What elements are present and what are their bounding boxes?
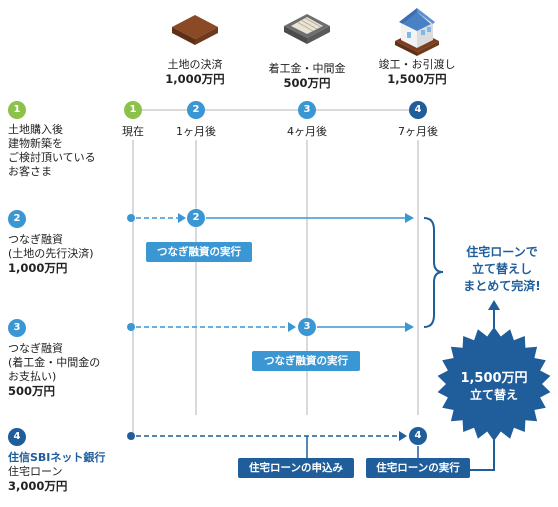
bridge-loan-execute-tag-2: つなぎ融資の実行 xyxy=(252,351,360,371)
badge-label: 立て替え xyxy=(469,388,518,402)
row4-dashed-arrowhead xyxy=(399,431,407,441)
row3-line: (着工金・中間金の xyxy=(8,356,101,369)
summary-line: 立て替えし xyxy=(471,262,532,276)
timeline-step-1: 1 xyxy=(124,101,142,119)
bridge-loan-execute-tag-1: つなぎ融資の実行 xyxy=(146,242,252,262)
milestone-title: 土地の決済 xyxy=(167,58,223,71)
bank-brand: 住信SBIネット銀行 xyxy=(8,451,106,464)
row4-number: 4 xyxy=(8,428,26,446)
row4-start-dot xyxy=(127,432,135,440)
row3-step-circle: 3 xyxy=(298,318,316,336)
milestone-land: 土地の決済 1,000万円 xyxy=(155,58,235,86)
summary-line: まとめて完済! xyxy=(463,279,541,293)
summary-text: 住宅ローンで 立て替えし まとめて完済! xyxy=(448,244,556,295)
execute-to-badge-line xyxy=(470,440,495,471)
row1-line: 建物新築を xyxy=(8,137,63,150)
milestone-amount: 500万円 xyxy=(283,76,331,90)
row4-line: 住宅ローン xyxy=(8,465,63,478)
summary-line: 住宅ローンで xyxy=(466,245,538,259)
timeline-step-2: 2 xyxy=(187,101,205,119)
row2-amount: 1,000万円 xyxy=(8,261,68,275)
badge-to-summary-arrowhead xyxy=(488,300,500,310)
row3-line: お支払い) xyxy=(8,370,57,383)
starburst-badge xyxy=(437,327,551,441)
row3-number: 3 xyxy=(8,319,26,337)
timeline-label-month4: 4ヶ月後 xyxy=(287,125,327,138)
mortgage-execute-tag: 住宅ローンの実行 xyxy=(366,458,470,478)
mortgage-apply-tag: 住宅ローンの申込み xyxy=(238,458,354,478)
row1-line: 土地購入後 xyxy=(8,123,63,136)
milestone-amount: 1,000万円 xyxy=(165,72,225,86)
row3-dashed-arrowhead xyxy=(288,322,296,332)
badge-text: 1,500万円 立て替え xyxy=(440,370,548,403)
row3-solid-arrowhead xyxy=(405,322,414,332)
row1-description: 土地購入後 建物新築を ご検討頂いている お客さま xyxy=(8,123,96,179)
milestone-amount: 1,500万円 xyxy=(387,72,447,86)
row1-number: 1 xyxy=(8,101,26,119)
building-materials-icon xyxy=(284,14,330,44)
row4-amount: 3,000万円 xyxy=(8,479,68,493)
row2-solid-arrowhead xyxy=(405,213,414,223)
summary-bracket xyxy=(423,217,444,328)
milestone-completion: 竣工・お引渡し 1,500万円 xyxy=(362,58,472,86)
row2-step-circle: 2 xyxy=(187,209,205,227)
timeline-label-now: 現在 xyxy=(122,125,144,138)
timeline-label-month1: 1ヶ月後 xyxy=(176,125,216,138)
row2-dashed-arrowhead xyxy=(178,213,186,223)
milestone-title: 着工金・中間金 xyxy=(268,62,346,75)
milestone-title: 竣工・お引渡し xyxy=(378,58,456,71)
badge-amount: 1,500万円 xyxy=(460,371,528,386)
row4-step-circle: 4 xyxy=(409,427,427,445)
row1-line: お客さま xyxy=(8,165,52,178)
timeline-label-month7: 7ヶ月後 xyxy=(398,125,438,138)
row3-amount: 500万円 xyxy=(8,384,56,398)
row4-description: 住信SBIネット銀行 住宅ローン 3,000万円 xyxy=(8,451,105,493)
land-plot-icon xyxy=(172,15,218,45)
row3-start-dot xyxy=(127,323,135,331)
row3-line: つなぎ融資 xyxy=(8,342,63,355)
row2-line: つなぎ融資 xyxy=(8,233,63,246)
row2-description: つなぎ融資 (土地の先行決済) 1,000万円 xyxy=(8,233,94,275)
row2-number: 2 xyxy=(8,210,26,228)
row2-line: (土地の先行決済) xyxy=(8,247,94,260)
row1-line: ご検討頂いている xyxy=(8,151,96,164)
timeline-step-4: 4 xyxy=(409,101,427,119)
row2-start-dot xyxy=(127,214,135,222)
row3-description: つなぎ融資 (着工金・中間金の お支払い) 500万円 xyxy=(8,342,100,398)
timeline-step-3: 3 xyxy=(298,101,316,119)
house-icon xyxy=(395,8,439,56)
milestone-construction: 着工金・中間金 500万円 xyxy=(257,62,357,90)
